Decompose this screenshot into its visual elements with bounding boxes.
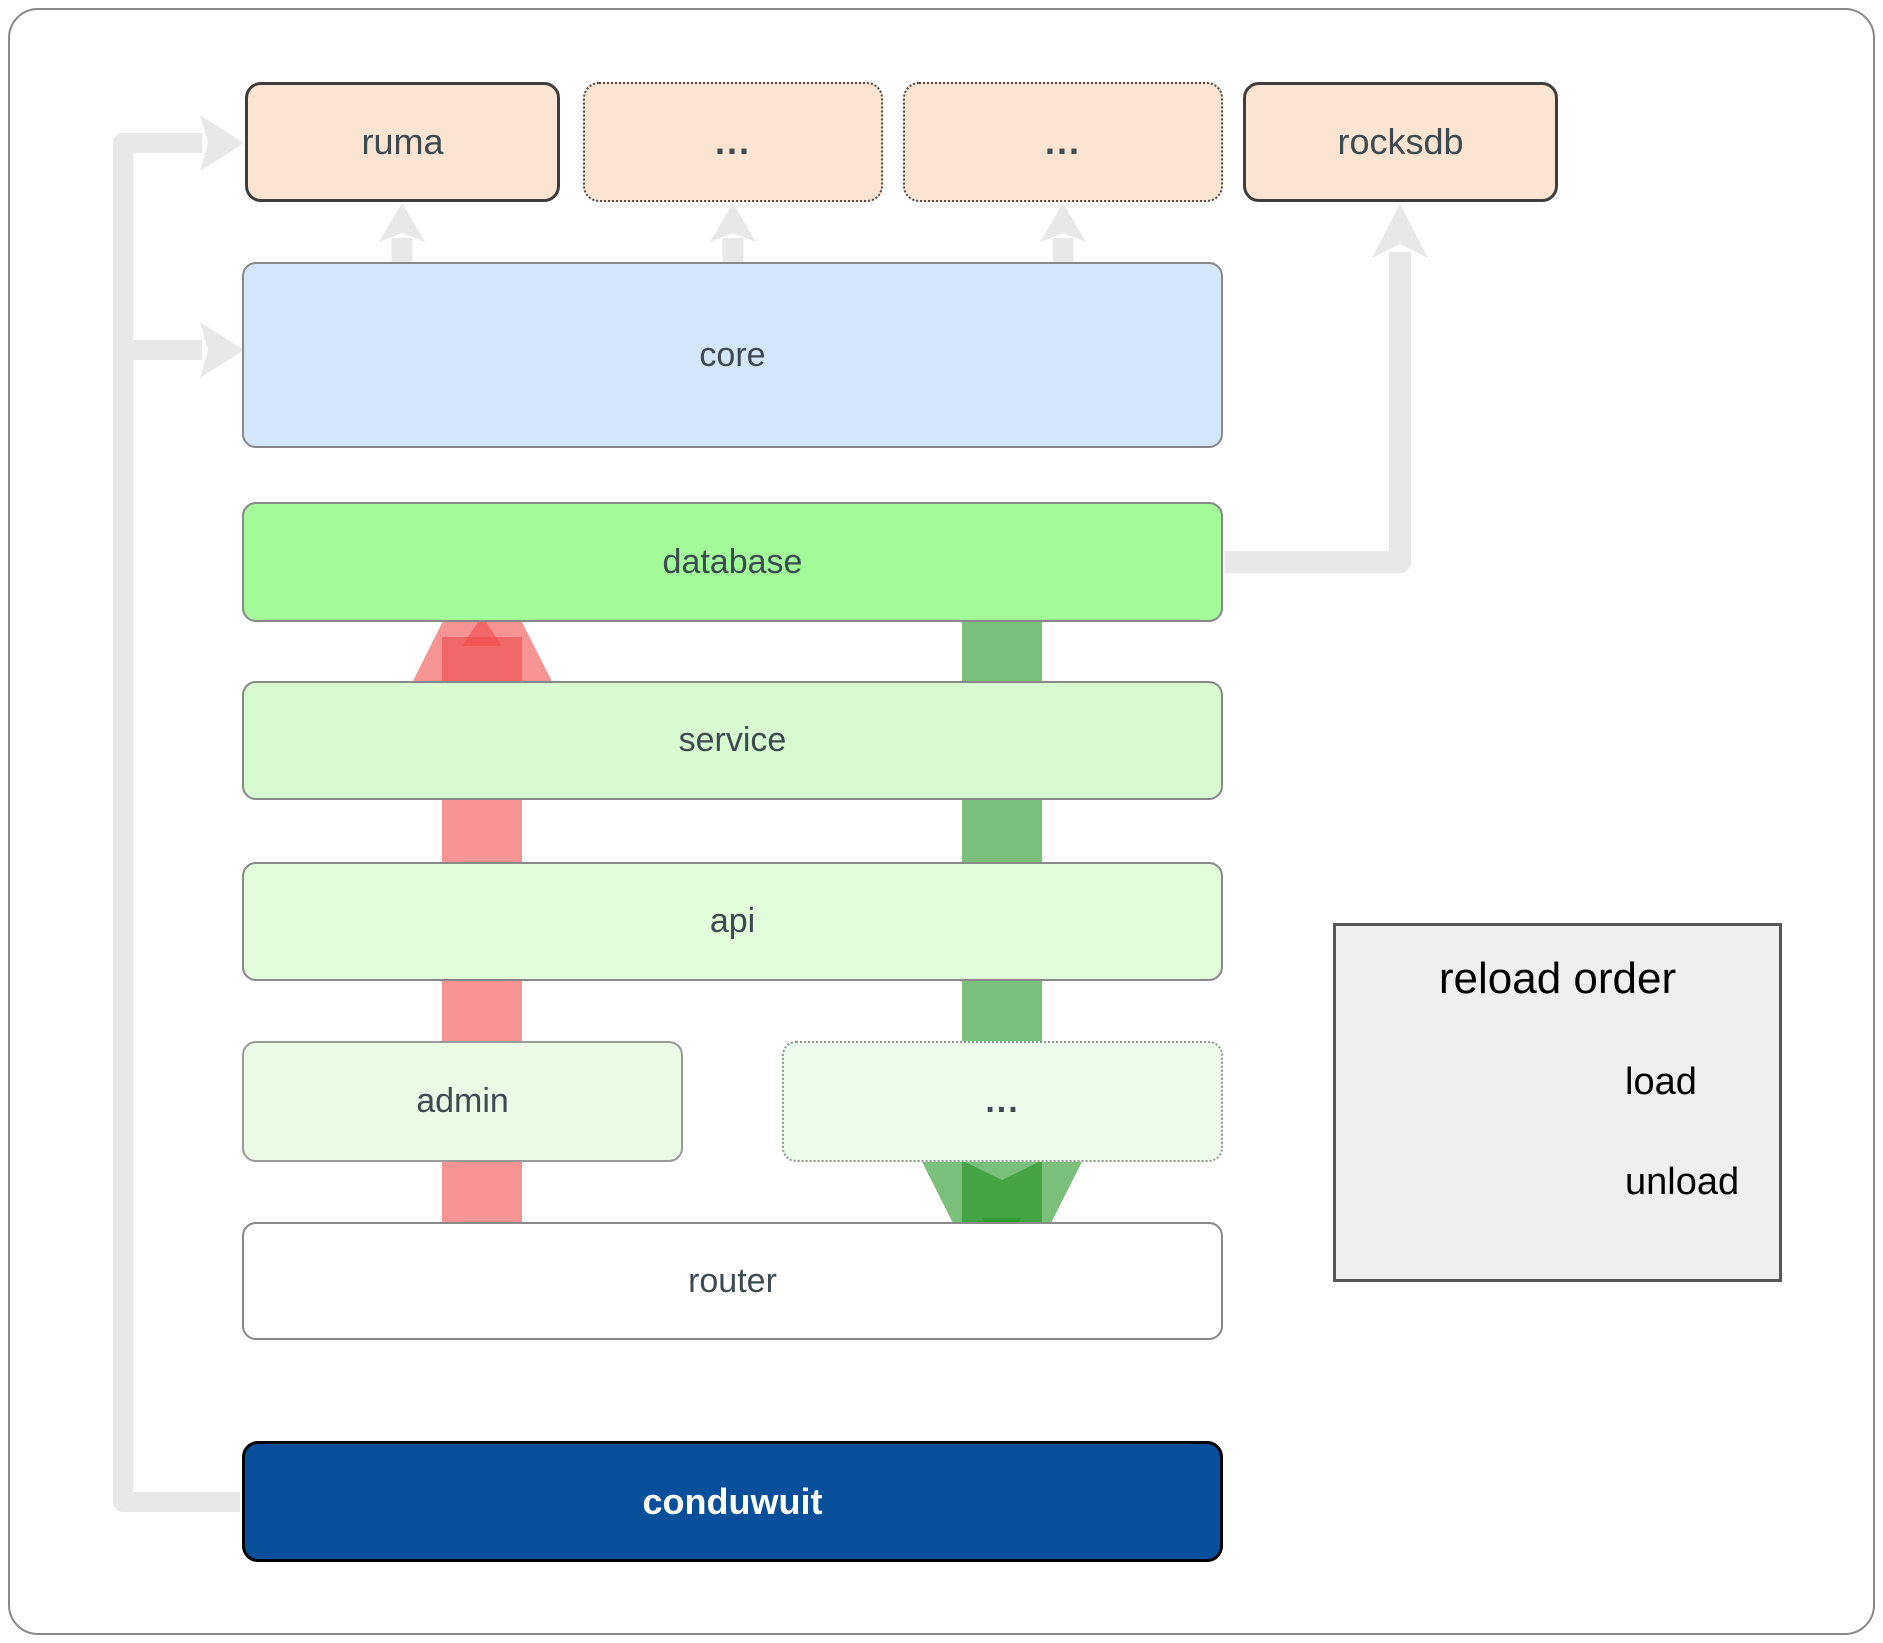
- legend: reload order load unload: [1333, 923, 1782, 1282]
- node-conduwuit: conduwuit: [242, 1441, 1223, 1562]
- node-core: core: [242, 262, 1223, 448]
- node-database-label: database: [662, 542, 803, 581]
- node-api-label: api: [709, 902, 756, 940]
- outer-frame: [8, 8, 1875, 1635]
- node-dep1: ...: [583, 82, 883, 202]
- arrowhead-to-ruma: [200, 115, 244, 171]
- node-dep3: ...: [782, 1041, 1223, 1162]
- node-rocksdb-label: rocksdb: [1337, 121, 1464, 162]
- legend-load-label: load: [1625, 1061, 1697, 1103]
- node-core-label: core: [699, 335, 766, 374]
- node-dep3-label: ...: [985, 1082, 1020, 1120]
- node-router-label: router: [688, 1261, 777, 1300]
- node-router: router: [242, 1222, 1223, 1340]
- node-admin-label: admin: [416, 1082, 509, 1120]
- node-dep2: ...: [903, 82, 1223, 202]
- connector-core-to-ruma: [379, 203, 425, 263]
- node-rocksdb: rocksdb: [1243, 82, 1558, 202]
- node-dep2-label: ...: [1044, 121, 1081, 162]
- arrowhead-to-rocksdb: [1372, 204, 1428, 258]
- node-admin: admin: [242, 1041, 683, 1162]
- connector-core-to-dep2: [1040, 203, 1086, 263]
- node-api: api: [242, 862, 1223, 981]
- node-database: database: [242, 502, 1223, 622]
- legend-title: reload order: [1438, 954, 1677, 1003]
- node-dep1-label: ...: [714, 121, 751, 162]
- legend-unload-label: unload: [1625, 1161, 1740, 1203]
- arrowhead-to-core: [200, 322, 244, 378]
- connector-core-to-dep1: [710, 203, 756, 263]
- node-ruma-label: ruma: [361, 121, 444, 162]
- connector-conduwuit-to-ruma: [113, 115, 244, 1512]
- node-service-label: service: [678, 721, 787, 759]
- node-conduwuit-label: conduwuit: [642, 1480, 823, 1522]
- connector-database-to-rocksdb: [1225, 204, 1428, 573]
- connector-trunk-to-core: [123, 322, 244, 378]
- node-ruma: ruma: [245, 82, 560, 202]
- node-service: service: [242, 681, 1223, 800]
